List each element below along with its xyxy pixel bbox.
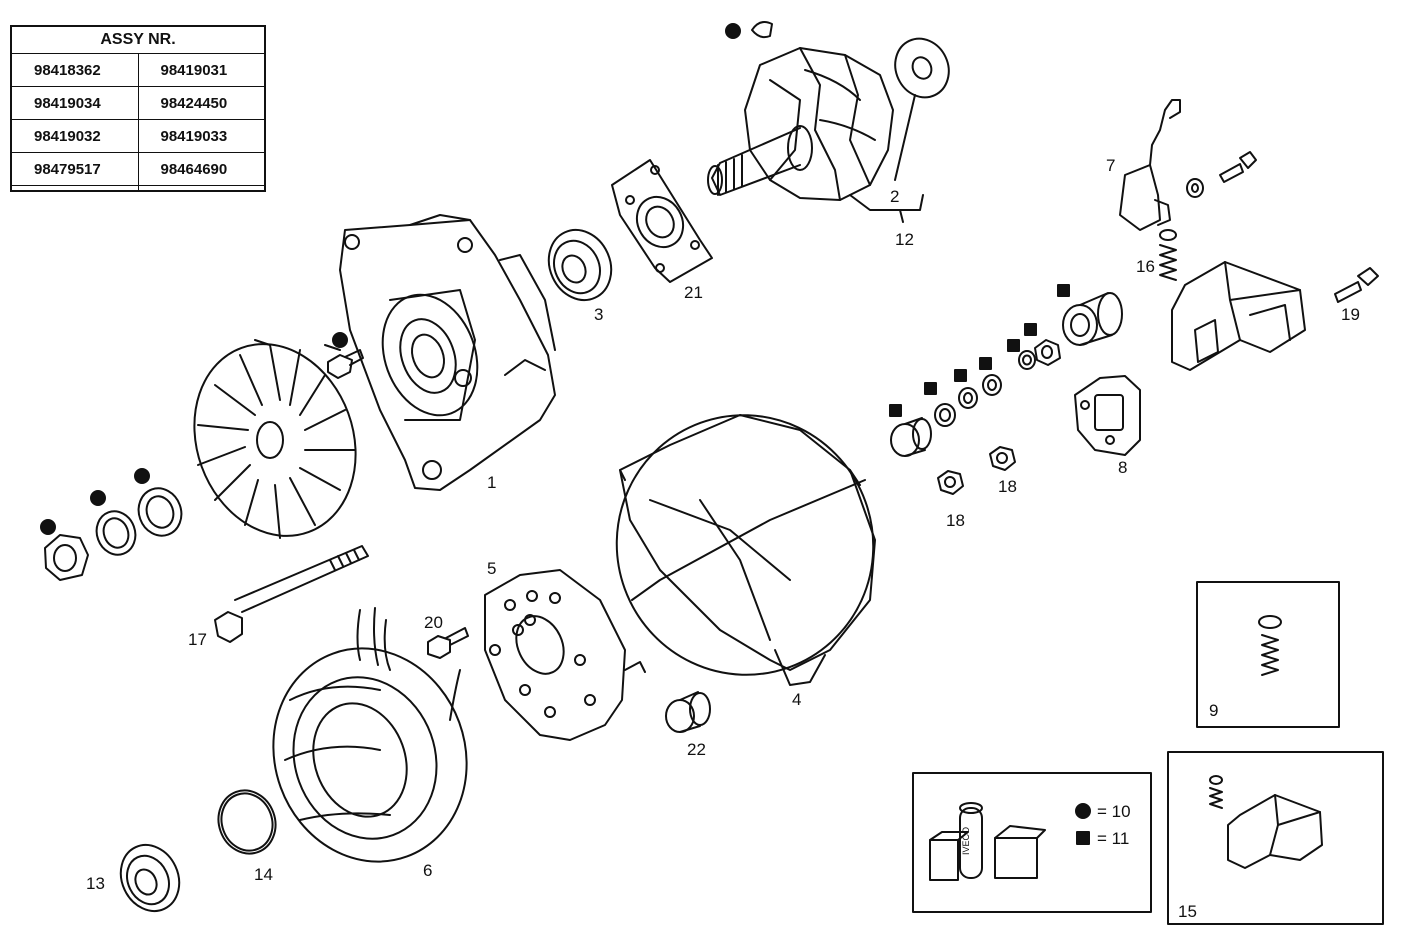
callout-1: 1 [487, 473, 496, 492]
inset-box-regulator [1167, 751, 1384, 925]
bearing-retainer-plate [611, 159, 713, 283]
cooling-fan [193, 339, 357, 539]
callout-8: 8 [1118, 458, 1127, 477]
table-cell [12, 185, 139, 190]
table-row: 98419034 98424450 [12, 86, 264, 120]
table-cell: 98419034 [12, 86, 139, 120]
kit-brand-label: IVECO [961, 827, 971, 855]
callout-19: 19 [1341, 305, 1360, 324]
rectifier-diode-plate [484, 569, 646, 741]
callout-9: 9 [1209, 701, 1218, 720]
woodruff-key [751, 21, 773, 39]
washer-small [958, 387, 978, 409]
square-marker [889, 404, 902, 417]
table-cell: 98419033 [138, 119, 264, 153]
callout-15: 15 [1178, 902, 1197, 921]
table-cell: 98419032 [12, 119, 139, 153]
table-row: 98418362 98419031 [12, 52, 264, 87]
callout-4: 4 [792, 690, 801, 709]
circle-marker [725, 23, 741, 39]
table-cell [138, 185, 264, 190]
lock-washer [1186, 178, 1204, 198]
voltage-regulator [1171, 261, 1306, 371]
square-marker [979, 357, 992, 370]
rotor-washer [894, 37, 950, 99]
insulating-bush [890, 417, 932, 457]
square-marker [924, 382, 937, 395]
spacer-ring [137, 487, 183, 537]
square-marker [1007, 339, 1020, 352]
bearing-sleeve [665, 691, 711, 733]
table-cell: 98464690 [138, 152, 264, 186]
circle-marker [90, 490, 106, 506]
legend-square-marker [1076, 831, 1090, 845]
rotor-part [707, 47, 894, 201]
callout-22: 22 [687, 740, 706, 759]
legend-square-label: = 11 [1097, 829, 1129, 848]
callout-17: 17 [188, 630, 207, 649]
ball-bearing-front [547, 228, 613, 302]
callout-bracket [849, 94, 924, 223]
terminal-bolt [427, 627, 469, 659]
table-row [12, 185, 264, 190]
legend-circle-marker [1075, 803, 1091, 819]
regulator-connector-lead [1119, 99, 1181, 231]
nut-small [1034, 339, 1061, 366]
circle-marker [332, 332, 348, 348]
callout-14: 14 [254, 865, 273, 884]
square-marker [1057, 284, 1070, 297]
ball-bearing-rear [119, 843, 181, 913]
table-row: 98479517 98464690 [12, 152, 264, 186]
brush-spring [1159, 229, 1177, 281]
circle-marker [134, 468, 150, 484]
callout-18b: 18 [998, 477, 1017, 496]
brush-holder-plate [1074, 375, 1141, 456]
legend-circle-label: = 10 [1097, 802, 1131, 821]
pulley-nut [44, 534, 89, 581]
table-cell: 98479517 [12, 152, 139, 186]
callout-13: 13 [86, 874, 105, 893]
circle-marker [40, 519, 56, 535]
through-bolt [214, 545, 369, 643]
hex-nut [989, 446, 1016, 471]
table-cell: 98419031 [138, 52, 264, 87]
table-cell: 98418362 [12, 52, 139, 87]
housing-bolt [327, 349, 364, 379]
stator-winding [272, 607, 468, 863]
callout-3: 3 [594, 305, 603, 324]
terminal-insulator [1062, 292, 1123, 346]
callout-5: 5 [487, 559, 496, 578]
washer-small [934, 403, 956, 427]
callout-6: 6 [423, 861, 432, 880]
square-marker [1024, 323, 1037, 336]
slip-ring-end-housing [615, 414, 876, 686]
regulator-screw [1219, 151, 1257, 183]
callout-18a: 18 [946, 511, 965, 530]
washer-small [982, 374, 1002, 396]
table-cell: 98424450 [138, 86, 264, 120]
callout-16: 16 [1136, 257, 1155, 276]
assembly-number-table: ASSY NR. 98418362 98419031 98419034 9842… [10, 25, 266, 192]
callout-20: 20 [424, 613, 443, 632]
o-ring-seal [217, 789, 277, 855]
legend-box [912, 772, 1152, 913]
spring-washer [95, 510, 137, 556]
callout-7: 7 [1106, 156, 1115, 175]
square-marker [954, 369, 967, 382]
regulator-bolt [1334, 267, 1379, 303]
table-row: 98419032 98419033 [12, 119, 264, 153]
inset-box-brush-spring [1196, 581, 1340, 728]
hex-nut [937, 470, 964, 495]
callout-2: 2 [890, 187, 899, 206]
callout-21: 21 [684, 283, 703, 302]
callout-12: 12 [895, 230, 914, 249]
washer-small [1018, 350, 1036, 370]
drive-end-housing [339, 214, 556, 491]
